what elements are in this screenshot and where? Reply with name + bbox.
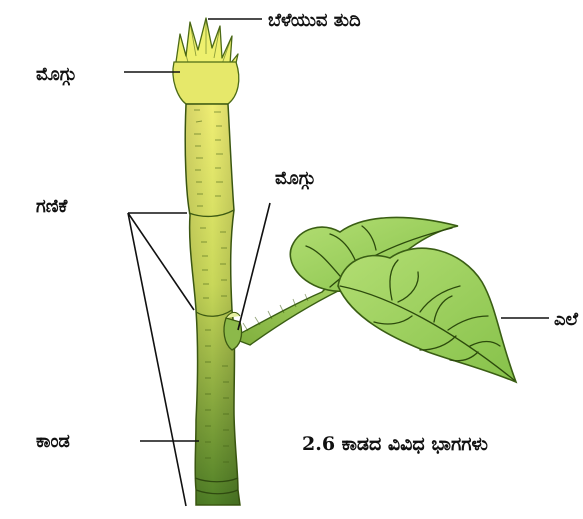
label-stem: ಕಾಂಡ [36, 431, 70, 452]
label-growing-tip: ಬೆಳೆಯುವ ತುದಿ [268, 10, 361, 31]
label-bud-axil: ಮೊಗ್ಗು [275, 168, 315, 190]
label-internode: ಗಣಿಕೆ [36, 196, 69, 217]
figure-caption: 2.6 ಕಾಡದ ವಿವಿಧ ಭಾಗಗಳು [302, 433, 488, 455]
stem [173, 18, 242, 505]
leaf-front [338, 248, 516, 382]
label-leaf: ಎಲೆ [554, 309, 579, 330]
label-bud-top: ಮೊಗ್ಗು [36, 64, 76, 86]
